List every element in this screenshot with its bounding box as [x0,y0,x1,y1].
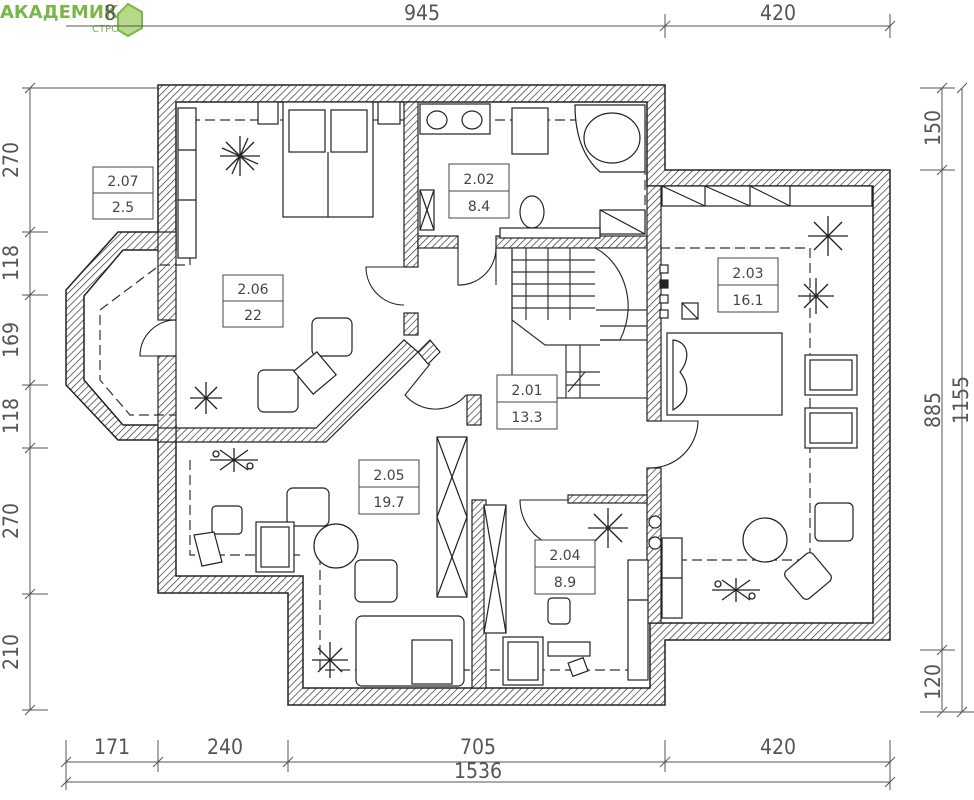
dim-right-1155: 1155 [949,376,973,424]
room-area: 16.1 [732,293,763,309]
dim-left-118-b: 118 [0,398,23,434]
dim-right-120: 120 [921,664,945,700]
room-label-2-03: 2.03 16.1 [717,257,779,313]
staircase [511,247,648,399]
furniture [177,101,873,687]
plant-icon [210,448,258,472]
logo: АКАДЕМИК СТРОЙ [0,2,143,38]
room-id: 2.06 [237,282,268,298]
room-label-2-01: 2.01 13.3 [496,374,558,430]
plant-icon [798,278,834,314]
plant-icon [808,216,848,256]
room-id: 2.02 [463,172,494,188]
dimension-texts: 945 420 8 171 240 705 420 1536 270 118 1… [0,1,973,783]
dim-left-169: 169 [0,322,23,358]
dim-bottom-705: 705 [460,735,496,759]
room-labels: 2.07 2.5 2.02 8.4 2.06 22 2.03 16.1 2.01… [92,163,779,595]
room-area: 13.3 [511,410,542,426]
dim-right-885: 885 [921,392,945,428]
dim-top-945: 945 [404,1,440,25]
dim-left-118-a: 118 [0,245,23,281]
room-area: 22 [244,308,262,324]
logo-main-text: АКАДЕМИК [0,2,119,23]
room-id: 2.01 [511,383,542,399]
room-id: 2.07 [107,174,138,190]
room-label-2-06: 2.06 22 [222,274,284,328]
plant-icons [190,136,848,678]
plant-icon [712,578,760,602]
dim-top-partial: 8 [104,1,116,25]
plant-icon [190,382,222,414]
room-label-2-02: 2.02 8.4 [448,163,510,219]
room-label-2-05: 2.05 19.7 [358,459,420,515]
dim-bottom-total: 1536 [454,759,502,783]
room-id: 2.04 [549,548,580,564]
room-area: 8.9 [554,575,576,591]
dim-left-270-a: 270 [0,142,23,178]
room-id: 2.05 [373,468,404,484]
room-label-2-04: 2.04 8.9 [534,539,596,595]
room-label-2-07: 2.07 2.5 [92,166,154,220]
room-area: 19.7 [373,495,404,511]
room-area: 2.5 [112,200,134,216]
plant-icon [312,642,348,678]
dim-top-420: 420 [760,1,796,25]
room-area: 8.4 [468,199,490,215]
dim-right-150: 150 [921,110,945,146]
dim-bottom-420: 420 [760,735,796,759]
dim-left-210: 210 [0,634,23,670]
dim-bottom-240: 240 [207,735,243,759]
dim-bottom-171: 171 [94,735,130,759]
plant-icon [220,136,260,176]
logo-hex-icon [117,2,143,38]
dimension-lines [22,14,974,790]
room-id: 2.03 [732,266,763,282]
plant-icon [588,508,628,548]
dim-left-270-b: 270 [0,503,23,539]
